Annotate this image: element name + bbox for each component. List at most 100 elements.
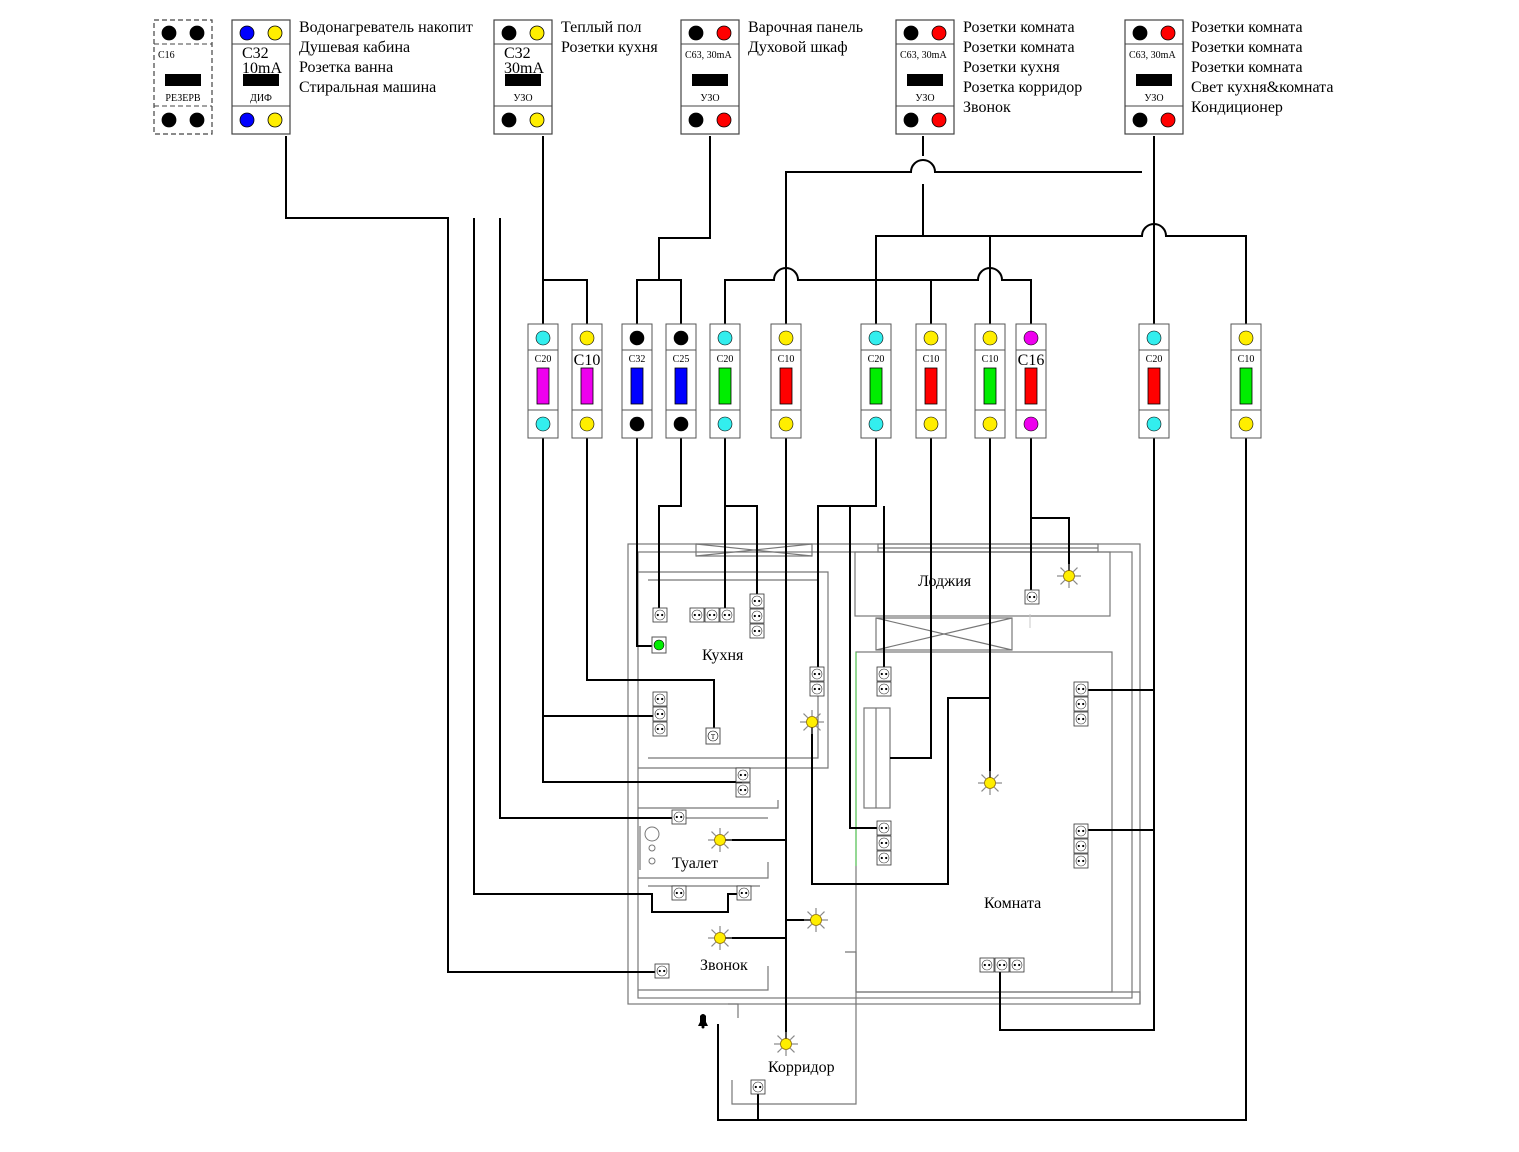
breaker-toggle <box>243 74 279 86</box>
sockets-layer <box>652 589 1089 1095</box>
socket-outlet <box>654 963 670 979</box>
terminal-bottom-red <box>931 112 947 128</box>
breaker-circuit-label: Варочная панель <box>748 19 863 36</box>
automat-toggle-green <box>983 367 997 405</box>
terminal-bottom-black <box>688 112 704 128</box>
breaker-rating: C32 <box>242 45 269 62</box>
automat-toggle-green <box>869 367 883 405</box>
terminal-bottom-black <box>903 112 919 128</box>
automat-toggle-red <box>779 367 793 405</box>
breaker-circuit-label: Розетки комната <box>963 19 1075 36</box>
automat-rating: C16 <box>1018 352 1045 369</box>
automat-c16-10: C16 <box>1015 323 1047 439</box>
ceiling-light <box>978 771 1002 795</box>
breaker-type: УЗО <box>513 93 532 104</box>
terminal-top-red <box>931 25 947 41</box>
automat-rating: C20 <box>535 354 552 365</box>
room-label-toilet: Туалет <box>672 855 718 872</box>
automat-c32-3: C32 <box>621 323 653 439</box>
terminal-bottom-cyan <box>868 416 884 432</box>
breaker-toggle <box>692 74 728 86</box>
automat-rating: C20 <box>1146 354 1163 365</box>
terminal-top-yellow <box>982 330 998 346</box>
terminal-bottom-red <box>716 112 732 128</box>
automat-c20-1: C20 <box>527 323 559 439</box>
terminal-bottom-black <box>673 416 689 432</box>
thermostat-label: T <box>711 733 716 741</box>
breaker-circuit-label: Свет кухня&комната <box>1191 79 1333 96</box>
room-label-kitchen: Кухня <box>702 647 744 664</box>
breaker-rating: C16 <box>158 50 175 61</box>
breaker-circuit-label: Розетки комната <box>1191 19 1303 36</box>
terminal-bottom-magenta <box>1023 416 1039 432</box>
breaker-type: УЗО <box>915 93 934 104</box>
automat-c20-11: C20 <box>1138 323 1170 439</box>
lights-layer <box>708 564 1081 1056</box>
terminal-bottom-yellow <box>579 416 595 432</box>
automat-toggle-green <box>1239 367 1253 405</box>
socket-outlet <box>671 809 687 825</box>
breaker-circuit-label: Розетки комната <box>1191 59 1303 76</box>
automat-toggle-magenta <box>536 367 550 405</box>
wiring <box>285 136 1247 1121</box>
automat-c10-6: C10 <box>770 323 802 439</box>
socket-outlet <box>1073 681 1089 727</box>
breaker-type: РЕЗЕРВ <box>165 93 200 104</box>
breaker-toggle <box>907 74 943 86</box>
socket-outlet <box>876 820 892 866</box>
breaker-rating: C63, 30mA <box>1129 50 1176 61</box>
breaker-rating: C63, 30mA <box>900 50 947 61</box>
automat-toggle-magenta <box>580 367 594 405</box>
socket-outlet <box>689 607 735 623</box>
socket-outlet <box>671 885 687 901</box>
room-label-corridor: Корридор <box>768 1059 835 1076</box>
breaker-circuit-label: Духовой шкаф <box>748 39 848 56</box>
automat-rating: C32 <box>629 354 646 365</box>
terminal-bottom-yellow <box>529 112 545 128</box>
automat-toggle-blue <box>674 367 688 405</box>
terminal-top-yellow <box>778 330 794 346</box>
terminal-top-yellow <box>529 25 545 41</box>
socket-outlet <box>1073 823 1089 869</box>
automat-rating: C20 <box>868 354 885 365</box>
terminal-top-yellow <box>579 330 595 346</box>
terminal-top-cyan <box>1146 330 1162 346</box>
terminal-top-black <box>189 25 205 41</box>
automat-rating: C10 <box>982 354 999 365</box>
breaker-circuit-label: Розетки комната <box>1191 39 1303 56</box>
breaker-type: ДИФ <box>250 93 272 104</box>
terminal-bottom-black <box>189 112 205 128</box>
ceiling-light <box>774 1032 798 1056</box>
breaker-circuit-label: Розетки комната <box>963 39 1075 56</box>
automat-rating: C20 <box>717 354 734 365</box>
terminal-top-red <box>716 25 732 41</box>
breaker-rating: C32 <box>504 45 531 62</box>
automat-rating: C10 <box>1238 354 1255 365</box>
terminal-bottom-black <box>501 112 517 128</box>
terminal-bottom-yellow <box>267 112 283 128</box>
terminal-bottom-blue <box>239 112 255 128</box>
terminal-top-black <box>629 330 645 346</box>
terminal-bottom-yellow <box>923 416 939 432</box>
socket-outlet <box>735 767 751 798</box>
socket-outlet <box>652 607 668 623</box>
terminal-top-red <box>1160 25 1176 41</box>
breaker-type: УЗО <box>700 93 719 104</box>
socket-outlet <box>736 885 752 901</box>
terminal-bottom-cyan <box>717 416 733 432</box>
terminal-bottom-yellow <box>982 416 998 432</box>
terminal-top-yellow <box>267 25 283 41</box>
ceiling-light <box>1057 564 1081 588</box>
automat-toggle-red <box>1147 367 1161 405</box>
terminal-top-black <box>903 25 919 41</box>
automat-toggle-red <box>924 367 938 405</box>
socket-outlet <box>809 666 825 697</box>
room-label-loggia: Лоджия <box>918 573 972 590</box>
breaker-circuit-label: Водонагреватель накопит <box>299 19 473 36</box>
automat-toggle-blue <box>630 367 644 405</box>
